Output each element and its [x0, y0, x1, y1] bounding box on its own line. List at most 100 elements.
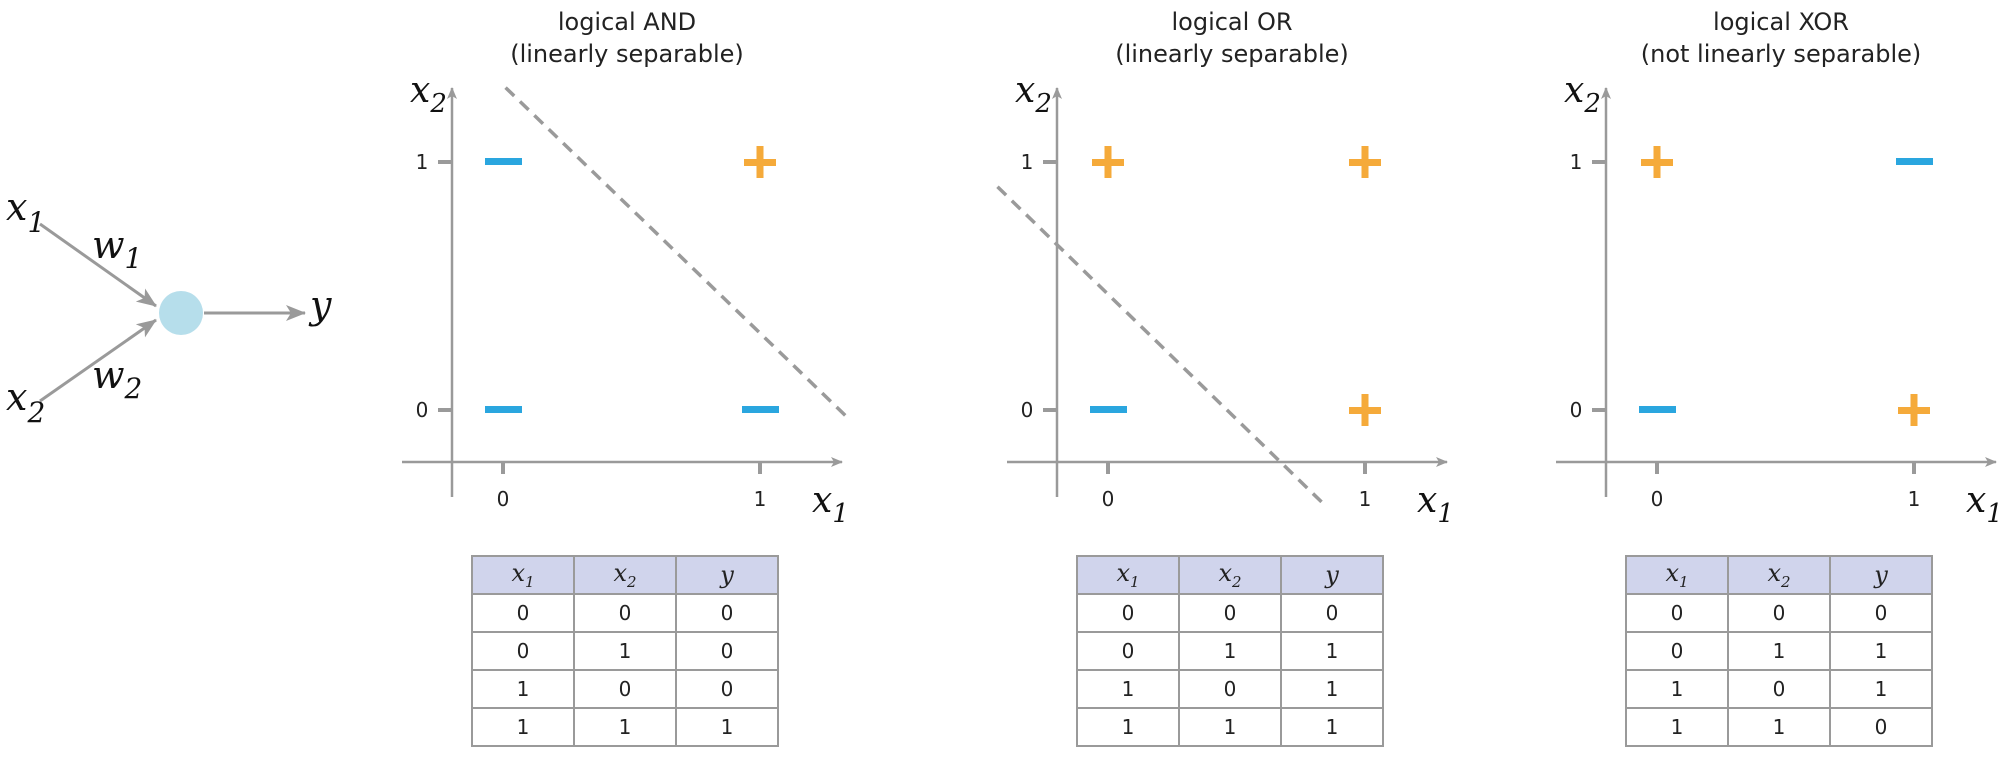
- panel-logical-xor: logical XOR(not linearly separable)0011x…: [1556, 8, 2000, 529]
- table-cell: 1: [1076, 707, 1180, 747]
- table-header-cell: x1: [1625, 555, 1729, 595]
- plus-vertical-bar: [756, 146, 764, 178]
- table-cell: 0: [1178, 593, 1282, 633]
- table-header-cell: x2: [573, 555, 677, 595]
- table-header-cell: y: [675, 555, 779, 595]
- table-cell: 0: [1076, 631, 1180, 671]
- table-header-cell: x1: [471, 555, 575, 595]
- table-cell: 1: [1076, 669, 1180, 709]
- table-cell: 1: [1280, 669, 1384, 709]
- plus-vertical-bar: [1361, 394, 1369, 426]
- weight-label-w1: w1: [92, 223, 142, 275]
- panel-subtitle: (not linearly separable): [1641, 40, 1922, 68]
- table-cell: 0: [471, 631, 575, 671]
- x-axis-label: x1: [1417, 480, 1454, 529]
- x-axis-label: x1: [1966, 480, 2000, 529]
- table-cell: 1: [1625, 669, 1729, 709]
- input-edge-1: [39, 222, 157, 308]
- x-tick-label: 1: [754, 487, 767, 511]
- weight-label-w2: w2: [92, 353, 142, 405]
- table-cell: 0: [1625, 631, 1729, 671]
- x-tick-label: 0: [1651, 487, 1664, 511]
- table-header-cell: x2: [1178, 555, 1282, 595]
- positive-point-marker: [1349, 394, 1381, 426]
- perceptron-diagram: x1 x2 w1 w2 y: [6, 185, 332, 429]
- x-tick-label: 0: [497, 487, 510, 511]
- table-cell: 0: [1625, 593, 1729, 633]
- plus-vertical-bar: [1910, 394, 1918, 426]
- y-axis-label: x2: [410, 70, 447, 119]
- table-cell: 0: [675, 631, 779, 671]
- table-cell: 1: [1829, 669, 1933, 709]
- table-cell: 1: [471, 669, 575, 709]
- decision-boundary-line: [996, 185, 1328, 508]
- y-tick-label: 1: [1021, 150, 1034, 174]
- y-tick-label: 0: [416, 398, 429, 422]
- table-cell: 1: [1727, 631, 1831, 671]
- table-cell: 0: [573, 593, 677, 633]
- positive-point-marker: [1349, 146, 1381, 178]
- logic-panels: logical AND (linearly separable) 0 0 1 1 x2 x1 l…: [402, 8, 2000, 529]
- plus-vertical-bar: [1361, 146, 1369, 178]
- x-tick-label: 0: [1102, 487, 1115, 511]
- y-tick-label: 0: [1570, 398, 1583, 422]
- table-cell: 1: [1727, 707, 1831, 747]
- table-cell: 1: [1625, 707, 1729, 747]
- table-cell: 1: [573, 707, 677, 747]
- negative-point-marker: [1896, 158, 1933, 165]
- table-header-cell: x1: [1076, 555, 1180, 595]
- decision-boundary-line: [504, 86, 852, 422]
- panel-title: logical AND: [558, 8, 696, 36]
- table-cell: 0: [1178, 669, 1282, 709]
- table-header-cell: y: [1280, 555, 1384, 595]
- y-tick-label: 0: [1021, 398, 1034, 422]
- input-label-x1: x1: [6, 185, 45, 239]
- negative-point-marker: [485, 158, 522, 165]
- negative-point-marker: [1090, 406, 1127, 413]
- y-axis-label: x2: [1564, 70, 1601, 119]
- table-cell: 1: [1178, 707, 1282, 747]
- table-cell: 0: [1076, 593, 1180, 633]
- y-axis-label: x2: [1015, 70, 1052, 119]
- panel-subtitle: (linearly separable): [1115, 40, 1349, 68]
- table-cell: 0: [675, 669, 779, 709]
- table-cell: 1: [471, 707, 575, 747]
- positive-point-marker: [744, 146, 776, 178]
- table-cell: 1: [1178, 631, 1282, 671]
- table-cell: 0: [1829, 593, 1933, 633]
- output-label-y: y: [308, 283, 332, 327]
- table-cell: 1: [1280, 631, 1384, 671]
- plus-vertical-bar: [1104, 146, 1112, 178]
- positive-point-marker: [1898, 394, 1930, 426]
- table-cell: 0: [1280, 593, 1384, 633]
- x-axis-label: x1: [812, 480, 849, 529]
- negative-point-marker: [1639, 406, 1676, 413]
- table-cell: 1: [573, 631, 677, 671]
- table-cell: 0: [675, 593, 779, 633]
- table-cell: 1: [675, 707, 779, 747]
- positive-point-marker: [1641, 146, 1673, 178]
- panel-title: logical XOR: [1713, 8, 1849, 36]
- plus-vertical-bar: [1653, 146, 1661, 178]
- table-cell: 1: [1829, 631, 1933, 671]
- table-cell: 0: [1829, 707, 1933, 747]
- table-cell: 1: [1280, 707, 1384, 747]
- x-tick-label: 1: [1908, 487, 1921, 511]
- neuron-node: [159, 291, 203, 335]
- table-cell: 0: [573, 669, 677, 709]
